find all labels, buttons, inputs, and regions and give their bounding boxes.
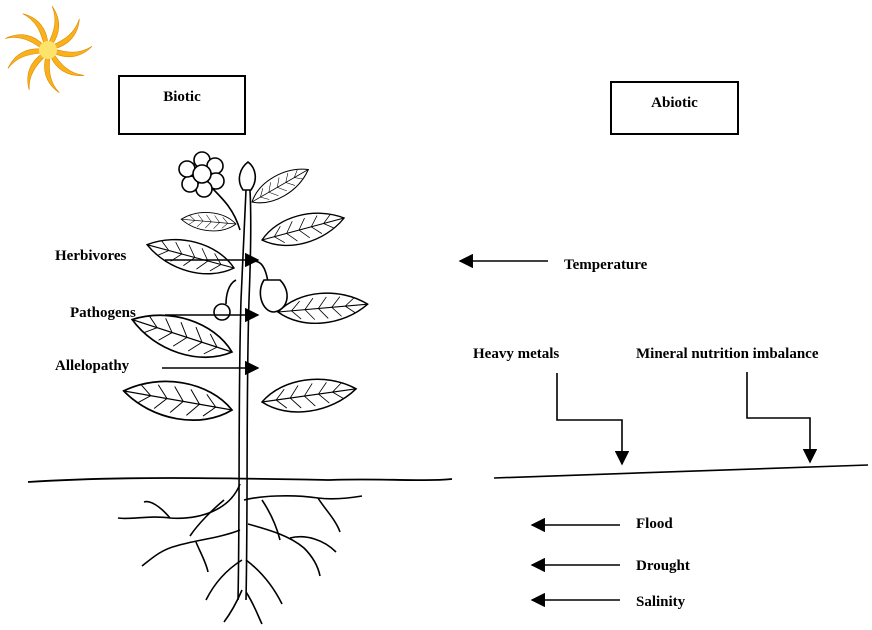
- biotic-title: Biotic: [163, 89, 201, 105]
- herbivores-label: Herbivores: [55, 248, 127, 264]
- mineral-label: Mineral nutrition imbalance: [636, 346, 819, 362]
- heavy-metals-arrow: [556, 373, 630, 466]
- drought-label: Drought: [636, 558, 690, 574]
- allelopathy-label: Allelopathy: [55, 358, 130, 374]
- sun-icon: [5, 5, 93, 93]
- abiotic-title: Abiotic: [651, 95, 698, 111]
- mineral-arrow: [746, 372, 818, 464]
- salinity-label: Salinity: [636, 594, 686, 610]
- heavy-metals-label: Heavy metals: [473, 346, 560, 362]
- flood-label: Flood: [636, 516, 673, 532]
- soil-line: [493, 464, 869, 479]
- plant-illustration: [27, 151, 453, 625]
- temperature-label: Temperature: [564, 257, 648, 273]
- pathogens-label: Pathogens: [70, 305, 136, 321]
- abiotic-box: Abiotic: [610, 81, 739, 135]
- biotic-box: Biotic: [118, 75, 246, 135]
